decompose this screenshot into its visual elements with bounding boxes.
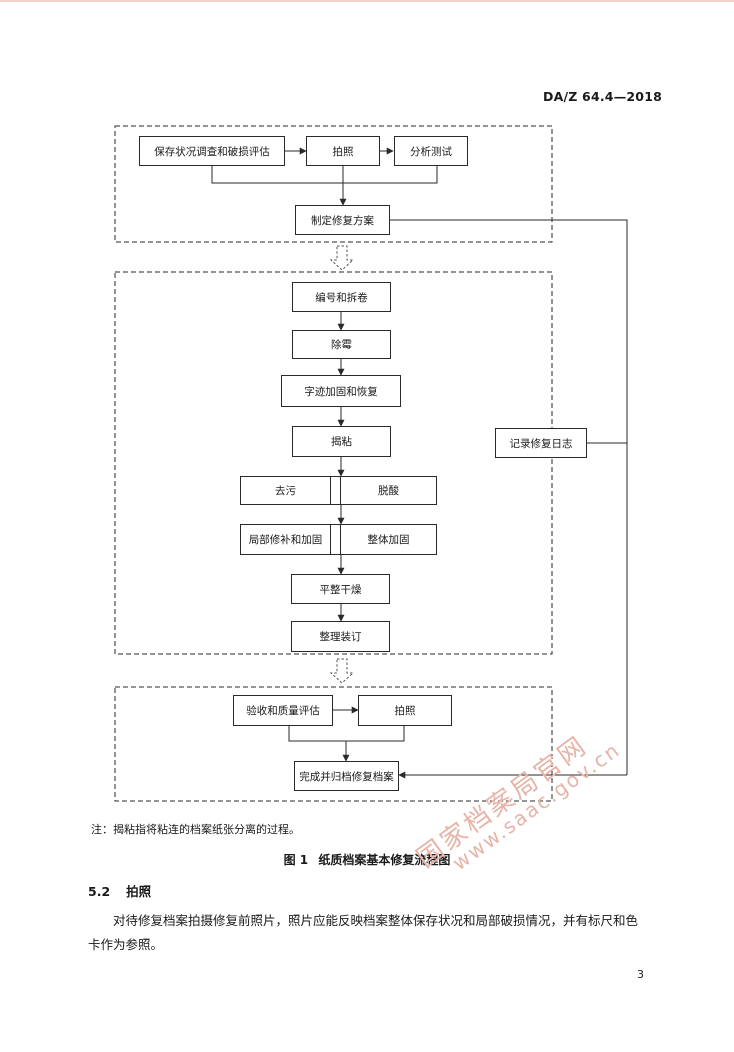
box-flatten: 平整干燥 [291,574,390,604]
stage-3-frame [114,686,553,802]
cell-repair: 局部修补和加固 [248,534,323,546]
figure-title: 纸质档案基本修复流程图 [318,853,451,867]
figure-note: 注：揭粘指将粘连的档案纸张分离的过程。 [91,823,300,836]
standard-code: DA/Z 64.4—2018 [543,89,662,104]
stage-2-frame [114,271,553,655]
box-analysis: 分析测试 [394,136,468,166]
box-accept: 验收和质量评估 [233,695,333,726]
box-decontam-deacid: 去污 脱酸 [240,476,437,505]
split-gap [330,477,341,504]
top-rule [0,0,734,2]
box-number: 编号和拆卷 [292,282,391,312]
box-photo-before: 拍照 [306,136,380,166]
stage-1-frame [114,125,553,243]
cell-overall: 整体加固 [367,534,410,546]
box-separate: 揭粘 [292,426,391,457]
section-title: 拍照 [126,884,152,899]
flowchart-lines [114,125,628,802]
box-ink: 字迹加固和恢复 [281,375,401,407]
section-paragraph: 对待修复档案拍摄修复前照片，照片应能反映档案整体保存状况和局部破损情况，并有标尺… [88,913,639,952]
box-plan: 制定修复方案 [295,205,390,235]
transition-arrow-1 [329,245,355,271]
box-photo-after: 拍照 [358,695,452,726]
cell-deacid: 脱酸 [378,485,399,497]
page-number: 3 [637,968,644,981]
box-survey: 保存状况调查和破损评估 [139,136,285,166]
figure-label: 图 1 [283,853,309,867]
section-number: 5.2 [88,884,111,899]
box-binding: 整理装订 [291,621,390,652]
box-mold: 除霉 [292,330,391,359]
cell-decontam: 去污 [275,485,296,497]
split-gap [330,525,341,554]
box-log: 记录修复日志 [495,428,587,458]
section-heading: 5.2 拍照 [88,881,167,900]
box-repair-overall: 局部修补和加固 整体加固 [240,524,437,555]
transition-arrow-2 [329,658,355,684]
figure-caption: 图 1 纸质档案基本修复流程图 [0,851,734,868]
box-archive: 完成并归档修复档案 [294,761,399,791]
